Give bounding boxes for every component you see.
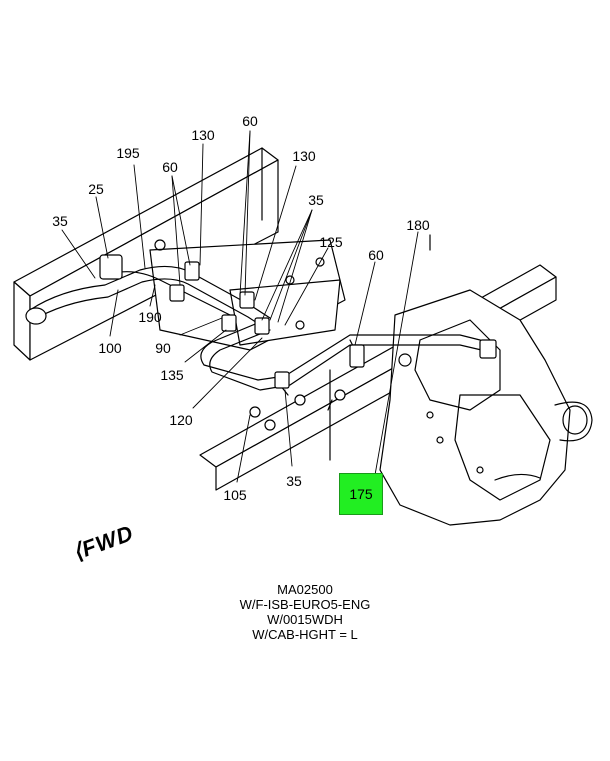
callout-105: 105 (223, 487, 247, 503)
leader-lines (61, 130, 419, 483)
callout-135: 135 (160, 367, 184, 383)
caption-line-3: W/0015WDH (267, 612, 343, 627)
callout-180: 180 (406, 217, 430, 233)
callout-130-top: 130 (191, 127, 215, 143)
caption-line-1: MA02500 (277, 582, 333, 597)
transmission-housing (379, 289, 593, 526)
callout-60-right: 60 (368, 247, 384, 263)
diagram-caption: MA02500 W/F-ISB-EURO5-ENG W/0015WDH W/CA… (0, 582, 610, 642)
callout-175-highlighted[interactable]: 175 (339, 473, 383, 515)
callout-195: 195 (116, 145, 140, 161)
callout-35-top: 35 (308, 192, 324, 208)
callout-190: 190 (138, 309, 162, 325)
callout-35-left: 35 (52, 213, 68, 229)
callout-90: 90 (155, 340, 171, 356)
fittings (25, 254, 497, 461)
callout-35-bottom: 35 (286, 473, 302, 489)
callout-120: 120 (169, 412, 193, 428)
callout-100: 100 (98, 340, 122, 356)
callout-125: 125 (319, 234, 343, 250)
callout-60-left: 60 (162, 159, 178, 175)
callout-25: 25 (88, 181, 104, 197)
caption-line-2: W/F-ISB-EURO5-ENG (239, 597, 371, 612)
callout-60-top: 60 (242, 113, 258, 129)
caption-line-4: W/CAB-HGHT = L (252, 627, 358, 642)
callout-130-right: 130 (292, 148, 316, 164)
